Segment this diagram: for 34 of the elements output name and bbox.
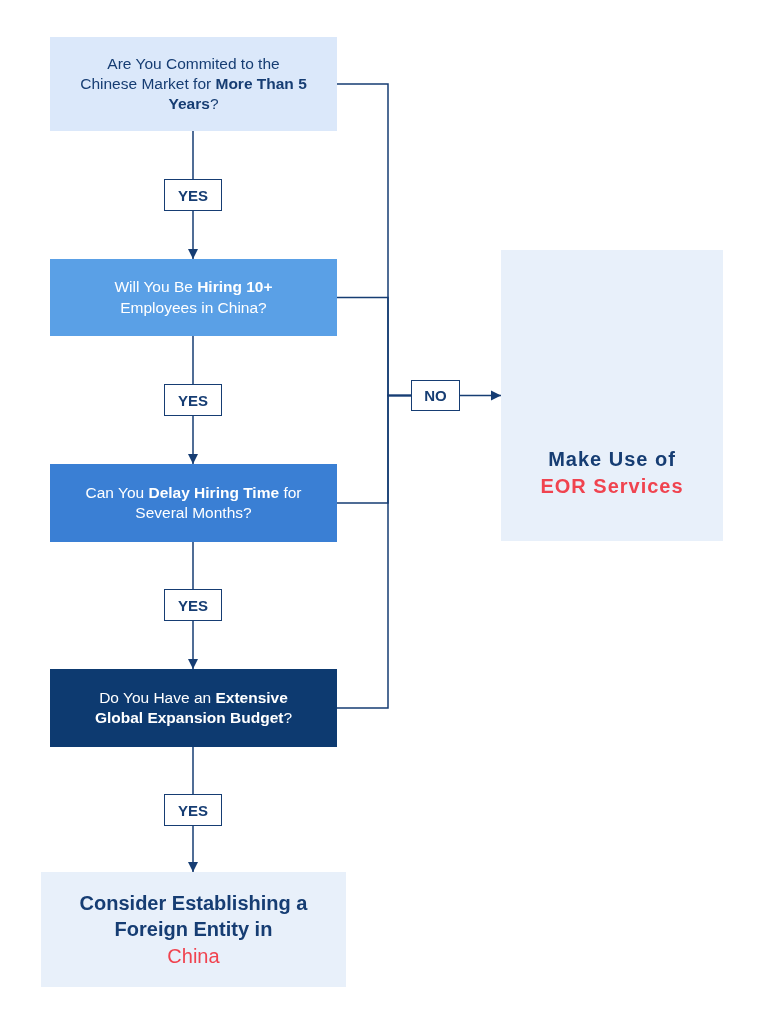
node-text: Consider Establishing a Foreign Entity in xyxy=(78,890,309,943)
answer-label: NO xyxy=(424,387,447,404)
question-box xyxy=(50,669,337,747)
arrow xyxy=(187,210,199,260)
connector-line xyxy=(192,335,194,385)
question-box xyxy=(50,464,337,542)
outcome-box xyxy=(41,872,346,987)
answer-label-box xyxy=(164,384,222,416)
arrow xyxy=(187,620,199,670)
node-text: Will You Be Hiring 10+ Employees in China? xyxy=(113,277,274,318)
answer-label: YES xyxy=(178,596,208,614)
answer-label-box xyxy=(164,794,222,826)
answer-label: YES xyxy=(178,801,208,819)
arrow xyxy=(187,415,199,465)
connector-line xyxy=(192,541,194,590)
connector-line xyxy=(192,130,194,180)
answer-label-box xyxy=(411,380,460,411)
outcome-box xyxy=(501,250,723,541)
question-box xyxy=(50,259,337,336)
node-text: Are You Commited to the Chinese Market for More Than 5 Years? xyxy=(80,53,307,115)
node-text: Do You Have an Extensive Global Expansion Budget? xyxy=(93,687,294,728)
node-text: China xyxy=(167,943,220,969)
node-text: Make Use of xyxy=(548,447,676,472)
answer-label: YES xyxy=(178,186,208,204)
node-text: Can You Delay Hiring Time for Several Months? xyxy=(84,482,303,523)
connector-line xyxy=(336,394,412,709)
answer-label-box xyxy=(164,589,222,621)
answer-label-box xyxy=(164,179,222,211)
connector-line xyxy=(192,746,194,795)
node-text: EOR Services xyxy=(540,474,684,499)
question-box xyxy=(50,37,337,131)
arrow xyxy=(459,390,502,401)
answer-label: YES xyxy=(178,391,208,409)
arrow xyxy=(187,825,199,873)
